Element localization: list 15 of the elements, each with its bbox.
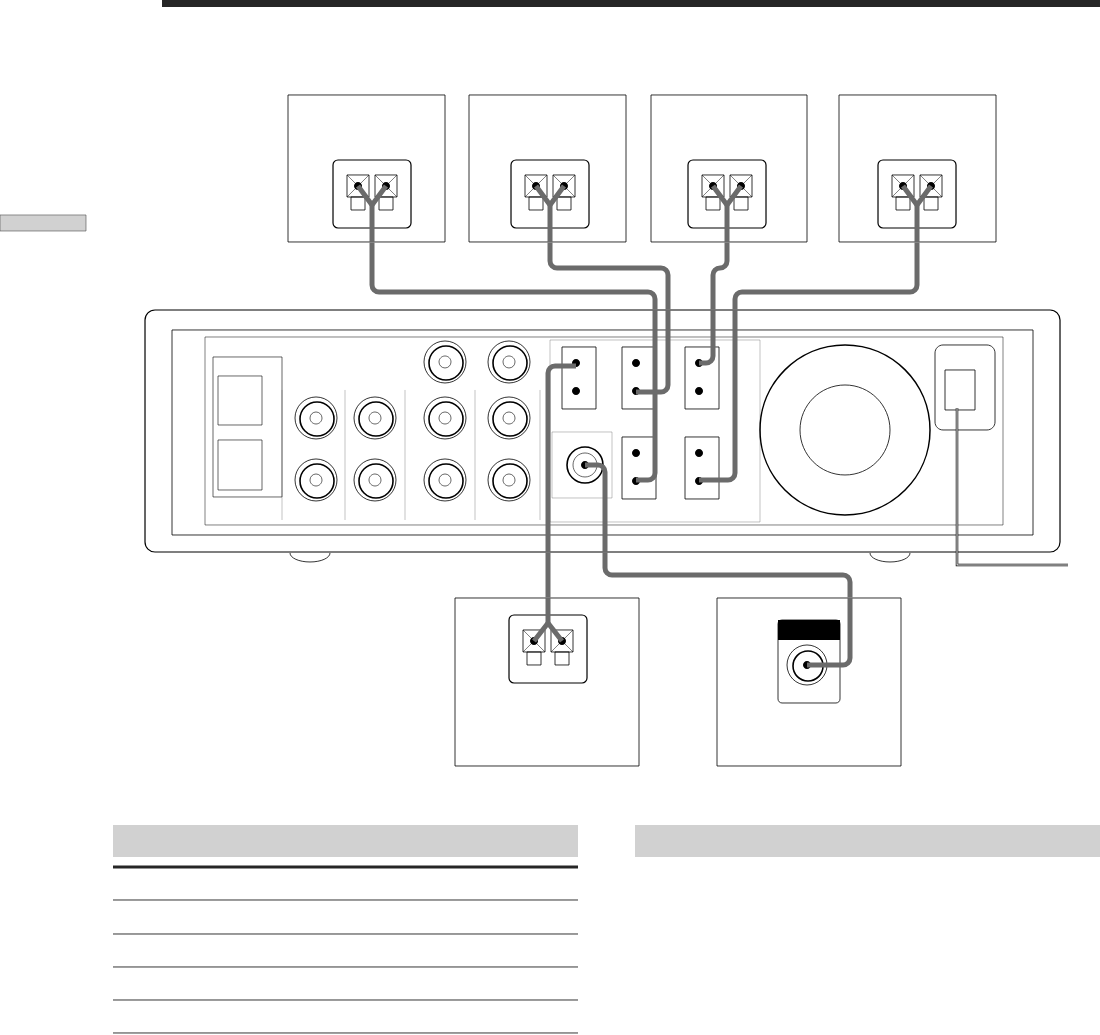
speaker-panel (454, 597, 640, 767)
cable (732, 242, 920, 310)
cable (545, 552, 551, 598)
cable (547, 242, 671, 310)
speaker-panel (838, 94, 997, 243)
heading-bar (113, 825, 578, 857)
speaker-panel (650, 94, 808, 243)
heading-bar (635, 825, 1100, 857)
speaker-panel (468, 94, 627, 243)
heading-bar (0, 214, 87, 232)
cable (369, 242, 658, 310)
speaker-panel (716, 597, 902, 767)
speaker-panel (287, 94, 446, 243)
cable (710, 242, 730, 310)
receiver-drawing (144, 309, 1069, 567)
